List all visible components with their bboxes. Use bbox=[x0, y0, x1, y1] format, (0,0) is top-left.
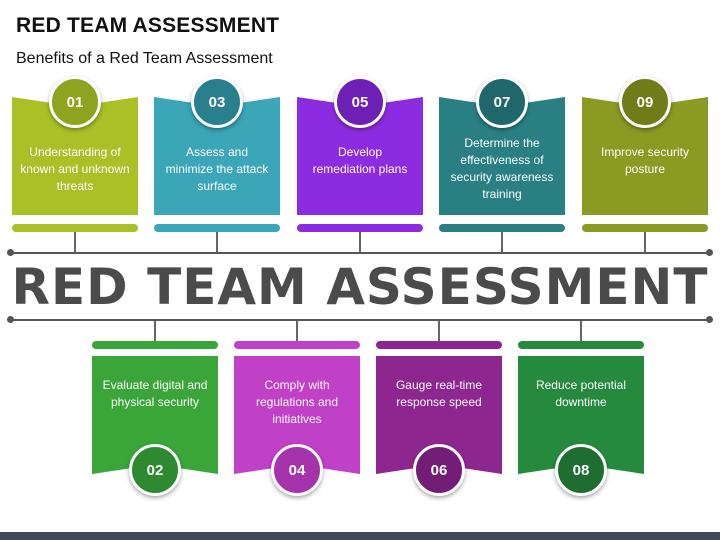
item-text: Comply with regulations and initiatives bbox=[255, 378, 339, 426]
item-text: Develop remediation plans bbox=[312, 145, 408, 176]
item-number-badge: 06 bbox=[413, 444, 465, 496]
item-connector bbox=[580, 321, 582, 341]
item-connector bbox=[501, 232, 503, 252]
item-connector bbox=[74, 232, 76, 252]
item-number-badge: 01 bbox=[49, 76, 101, 128]
top-timeline-line bbox=[10, 252, 710, 254]
item-number-badge: 09 bbox=[619, 76, 671, 128]
bottom-timeline-line bbox=[10, 319, 710, 321]
item-connector bbox=[644, 232, 646, 252]
bottom-timeline-left-dot bbox=[7, 316, 14, 323]
item-text: Improve security posture bbox=[600, 145, 690, 176]
item-bar bbox=[297, 224, 423, 232]
item-connector bbox=[296, 321, 298, 341]
item-bar bbox=[582, 224, 708, 232]
item-text: Understanding of known and unknown threa… bbox=[20, 145, 130, 193]
item-number-badge: 02 bbox=[129, 444, 181, 496]
top-timeline-left-dot bbox=[7, 249, 14, 256]
item-bar bbox=[154, 224, 280, 232]
item-text: Determine the effectiveness of security … bbox=[450, 136, 554, 201]
footer-bar bbox=[0, 532, 720, 540]
item-number-badge: 05 bbox=[334, 76, 386, 128]
item-connector bbox=[154, 321, 156, 341]
item-bar bbox=[234, 341, 360, 349]
item-text: Reduce potential downtime bbox=[535, 378, 627, 409]
item-bar bbox=[92, 341, 218, 349]
center-banner-text: RED TEAM ASSESSMENT bbox=[11, 258, 709, 316]
item-number-badge: 04 bbox=[271, 444, 323, 496]
page-title: RED TEAM ASSESSMENT bbox=[16, 14, 280, 37]
item-connector bbox=[438, 321, 440, 341]
bottom-timeline-right-dot bbox=[706, 316, 713, 323]
item-text: Assess and minimize the attack surface bbox=[165, 145, 269, 193]
item-text: Gauge real-time response speed bbox=[395, 378, 483, 409]
top-timeline-right-dot bbox=[706, 249, 713, 256]
item-connector bbox=[216, 232, 218, 252]
item-number-badge: 03 bbox=[191, 76, 243, 128]
item-number-badge: 07 bbox=[476, 76, 528, 128]
page-subtitle: Benefits of a Red Team Assessment bbox=[16, 50, 273, 67]
item-number-badge: 08 bbox=[555, 444, 607, 496]
item-connector bbox=[359, 232, 361, 252]
item-bar bbox=[439, 224, 565, 232]
item-bar bbox=[12, 224, 138, 232]
item-bar bbox=[376, 341, 502, 349]
item-text: Evaluate digital and physical security bbox=[102, 378, 208, 409]
item-bar bbox=[518, 341, 644, 349]
